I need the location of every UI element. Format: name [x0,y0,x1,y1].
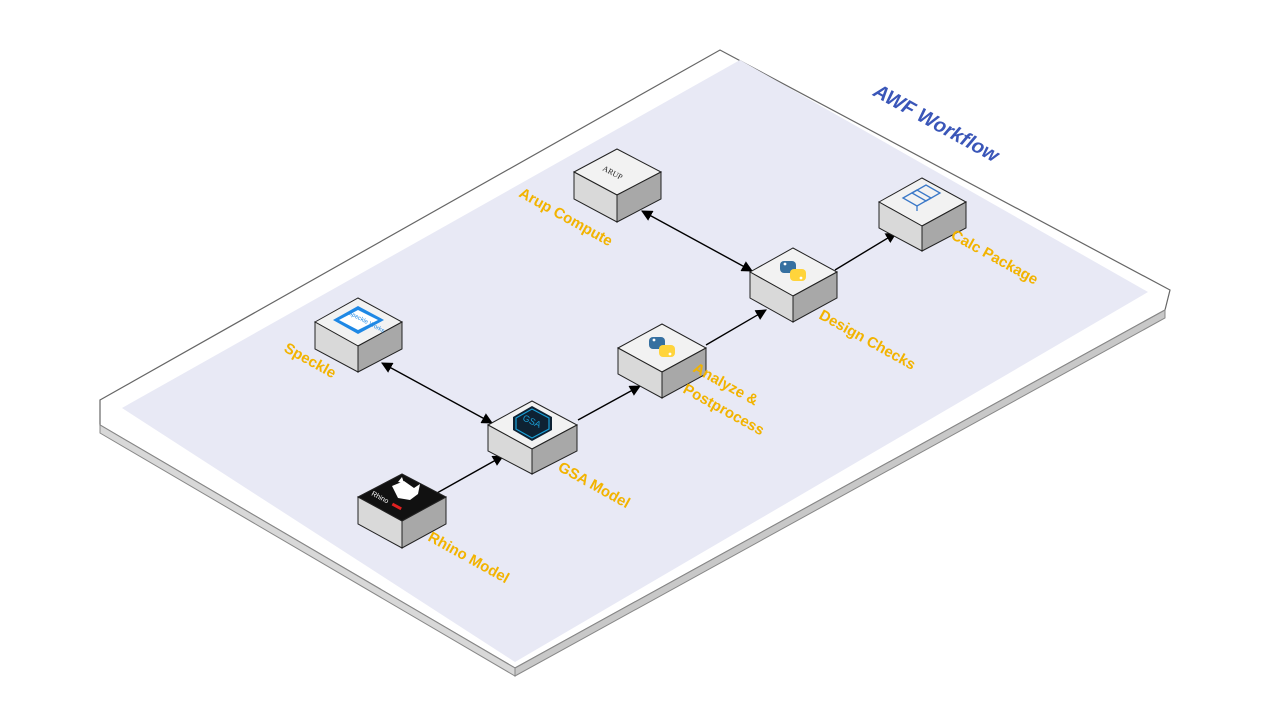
node-arup-compute[interactable]: ARUP [572,148,663,223]
node-design-checks[interactable] [748,247,839,323]
node-calc-package[interactable] [877,177,968,252]
node-speckle[interactable]: Speckle Works [313,297,404,373]
edge-speckle-gsa [381,362,493,424]
node-analyze-postprocess[interactable] [616,323,708,399]
edge-arup-design [641,210,753,272]
node-rhino-model[interactable]: Rhino [356,473,448,549]
edges [381,210,897,494]
edge-rhino-gsa [436,455,504,494]
edge-design-calc [834,232,897,271]
python-icon [649,337,675,357]
calc-package-icon [901,184,942,211]
edge-analyze-design [705,309,767,346]
node-gsa-model[interactable]: GSA [486,400,579,475]
python-icon [780,261,806,281]
edge-gsa-analyze [577,385,641,421]
gsa-icon: GSA [513,406,552,441]
